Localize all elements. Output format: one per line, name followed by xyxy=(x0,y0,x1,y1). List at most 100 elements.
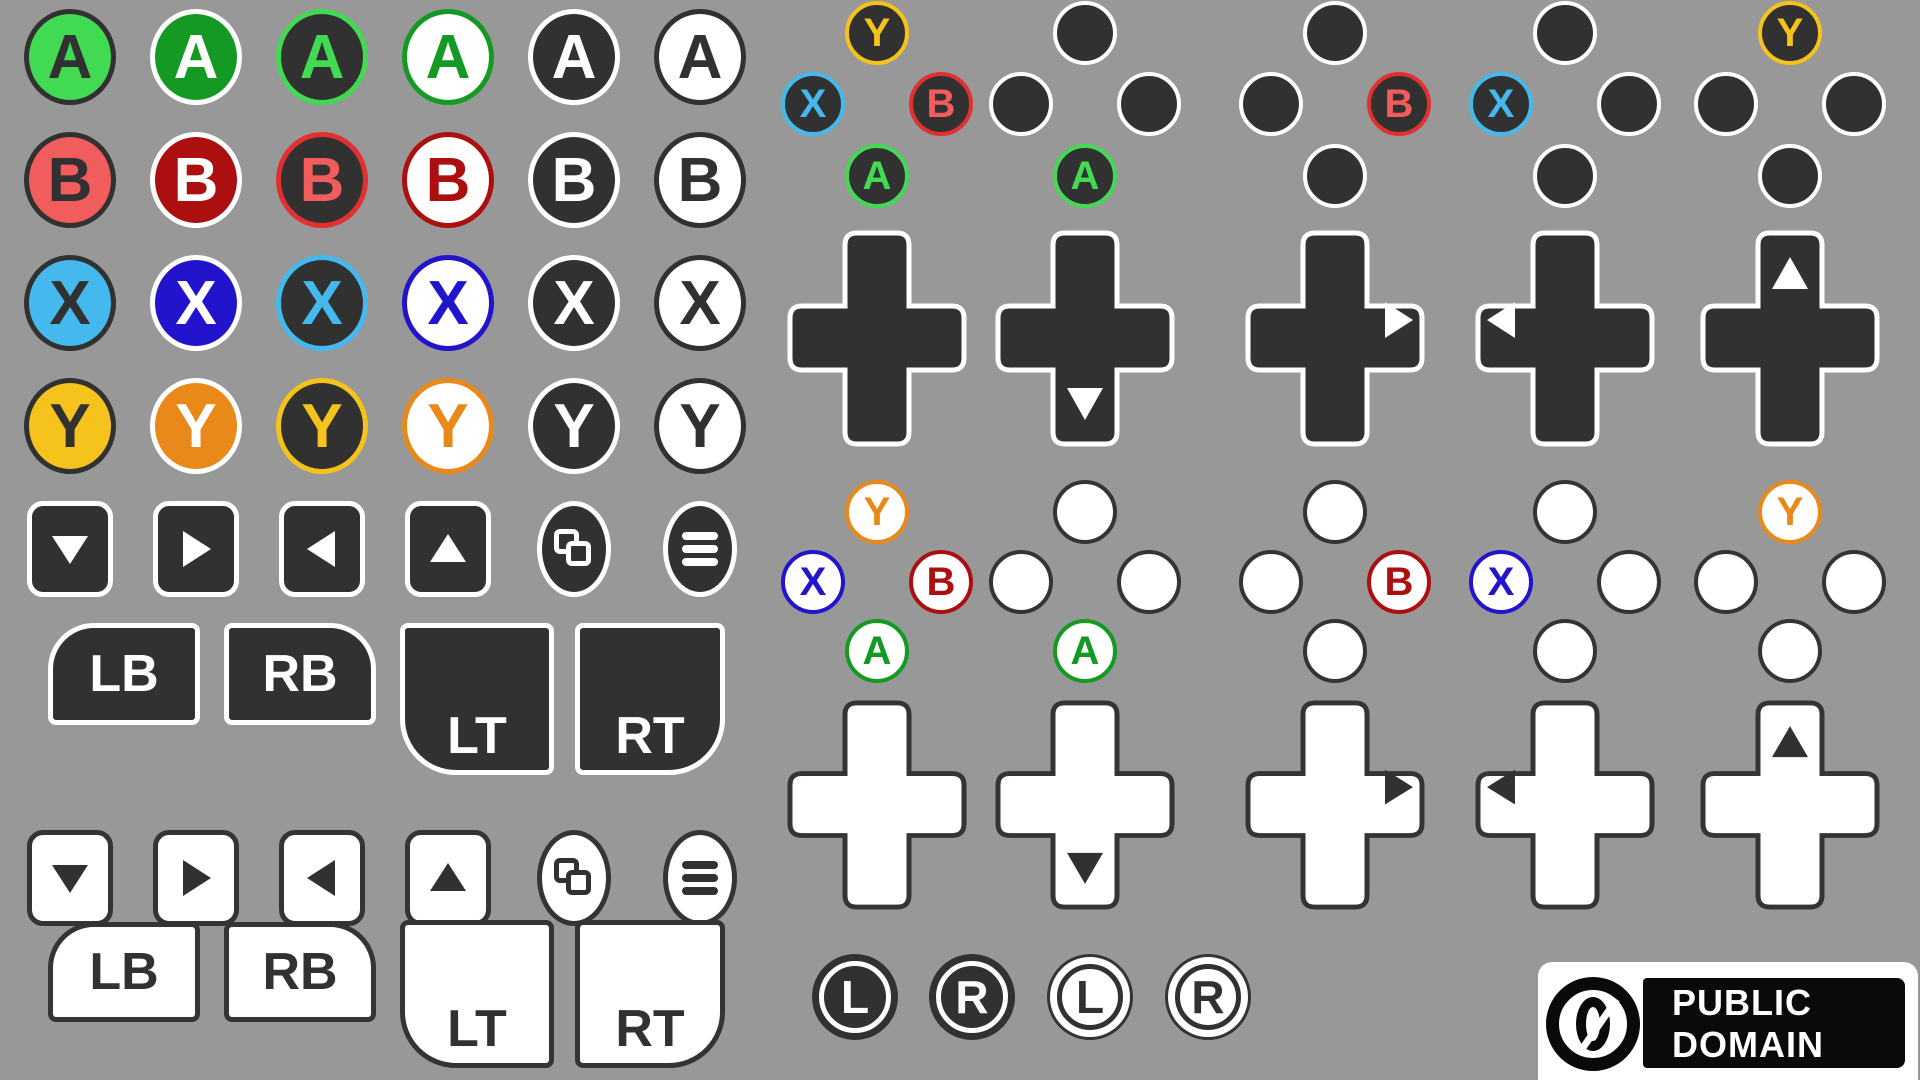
menu-button-light xyxy=(663,830,737,926)
arrow-up-button-light xyxy=(405,830,491,926)
cluster-dark-B-top-plain xyxy=(1303,1,1367,65)
face-button-B-variant-1: B xyxy=(24,132,116,228)
stick-letter-ring: R xyxy=(936,961,1008,1033)
dpad-cross-icon xyxy=(787,700,967,910)
dpad-light-none xyxy=(787,700,967,910)
menu-line-icon xyxy=(682,861,718,869)
stick-letter-ring: R xyxy=(1175,964,1241,1030)
zero-glyph xyxy=(1576,997,1620,1051)
cluster-light-A-left-plain xyxy=(989,550,1053,614)
cluster-dark-B-left-plain xyxy=(1239,72,1303,136)
dpad-dark-left xyxy=(1475,230,1655,447)
view-front-square xyxy=(566,541,591,566)
arrow-right-icon xyxy=(183,860,211,896)
dpad-dark-right xyxy=(1245,230,1425,447)
menu-line-icon xyxy=(682,545,718,553)
cluster-dark-all-left-X: X xyxy=(781,72,845,136)
cluster-dark-A-left-plain xyxy=(989,72,1053,136)
cluster-dark-A-top-plain xyxy=(1053,1,1117,65)
face-button-A-variant-3: A xyxy=(276,9,368,105)
dpad-cross-icon xyxy=(787,230,967,447)
face-button-X-variant-4: X xyxy=(402,255,494,351)
cluster-light-Y-right-plain xyxy=(1822,550,1886,614)
cluster-dark-X-top-plain xyxy=(1533,1,1597,65)
cluster-dark-X-left-X: X xyxy=(1469,72,1533,136)
badge-black-panel xyxy=(1643,978,1905,1068)
lt-button-dark: LT xyxy=(400,623,554,775)
cc0-zero-icon xyxy=(1546,977,1640,1071)
cluster-dark-Y-right-plain xyxy=(1822,72,1886,136)
badge-text: PUBLIC DOMAIN xyxy=(1672,982,1824,1066)
cluster-light-Y-top-Y: Y xyxy=(1758,480,1822,544)
face-button-Y-variant-3: Y xyxy=(276,378,368,474)
face-button-X-variant-5: X xyxy=(528,255,620,351)
face-button-A-variant-2: A xyxy=(150,9,242,105)
arrow-down-button-light xyxy=(27,830,113,926)
menu-button-dark xyxy=(663,501,737,597)
menu-line-icon xyxy=(682,532,718,540)
dpad-cross-icon xyxy=(1700,230,1880,447)
face-button-A-variant-5: A xyxy=(528,9,620,105)
lb-button-light: LB xyxy=(48,922,200,1022)
face-button-X-variant-1: X xyxy=(24,255,116,351)
r-stick-button-dark: R xyxy=(929,954,1015,1040)
cluster-dark-Y-bottom-plain xyxy=(1758,144,1822,208)
rb-button-dark: RB xyxy=(224,623,376,725)
face-button-X-variant-2: X xyxy=(150,255,242,351)
arrow-left-icon xyxy=(307,531,335,567)
dpad-dark-down xyxy=(995,230,1175,447)
cluster-light-all-right-B: B xyxy=(909,550,973,614)
rb-button-light: RB xyxy=(224,922,376,1022)
dpad-cross-icon xyxy=(1700,700,1880,910)
cluster-light-all-top-Y: Y xyxy=(845,480,909,544)
face-button-B-variant-2: B xyxy=(150,132,242,228)
view-button-light xyxy=(537,830,611,926)
cluster-light-Y-left-plain xyxy=(1694,550,1758,614)
cluster-light-X-bottom-plain xyxy=(1533,619,1597,683)
view-icon xyxy=(554,858,594,898)
face-button-X-variant-6: X xyxy=(654,255,746,351)
rt-button-dark: RT xyxy=(575,623,725,775)
l-stick-button-dark: L xyxy=(812,954,898,1040)
arrow-up-icon xyxy=(430,863,466,891)
arrow-right-button-light xyxy=(153,830,239,926)
dpad-cross-icon xyxy=(1245,700,1425,910)
arrow-left-icon xyxy=(307,860,335,896)
face-button-X-variant-3: X xyxy=(276,255,368,351)
cluster-light-A-bottom-A: A xyxy=(1053,619,1117,683)
cluster-dark-all-top-Y: Y xyxy=(845,1,909,65)
cluster-light-all-bottom-A: A xyxy=(845,619,909,683)
dpad-light-down xyxy=(995,700,1175,910)
face-button-Y-variant-6: Y xyxy=(654,378,746,474)
face-button-Y-variant-2: Y xyxy=(150,378,242,474)
dpad-cross-icon xyxy=(995,700,1175,910)
dpad-cross-icon xyxy=(1475,700,1655,910)
zero-slash xyxy=(1579,997,1620,1051)
face-button-B-variant-6: B xyxy=(654,132,746,228)
dpad-cross-icon xyxy=(1245,230,1425,447)
public-domain-badge: PUBLIC DOMAIN xyxy=(1538,962,1918,1080)
cluster-dark-B-right-B: B xyxy=(1367,72,1431,136)
lb-button-dark: LB xyxy=(48,623,200,725)
dpad-light-right xyxy=(1245,700,1425,910)
cluster-dark-all-bottom-A: A xyxy=(845,144,909,208)
view-button-dark xyxy=(537,501,611,597)
r-stick-button-light: R xyxy=(1165,954,1251,1040)
arrow-down-button-dark xyxy=(27,501,113,597)
arrow-left-button-light xyxy=(279,830,365,926)
lt-button-light: LT xyxy=(400,920,554,1068)
dpad-light-left xyxy=(1475,700,1655,910)
arrow-down-icon xyxy=(52,865,88,893)
dpad-cross-icon xyxy=(1475,230,1655,447)
rt-button-light: RT xyxy=(575,920,725,1068)
face-button-Y-variant-1: Y xyxy=(24,378,116,474)
face-button-Y-variant-5: Y xyxy=(528,378,620,474)
cluster-light-B-right-B: B xyxy=(1367,550,1431,614)
dpad-light-up xyxy=(1700,700,1880,910)
cluster-dark-A-bottom-A: A xyxy=(1053,144,1117,208)
stick-letter-ring: L xyxy=(1057,964,1123,1030)
face-button-A-variant-4: A xyxy=(402,9,494,105)
arrow-up-button-dark xyxy=(405,501,491,597)
cluster-light-A-right-plain xyxy=(1117,550,1181,614)
cluster-light-X-left-X: X xyxy=(1469,550,1533,614)
